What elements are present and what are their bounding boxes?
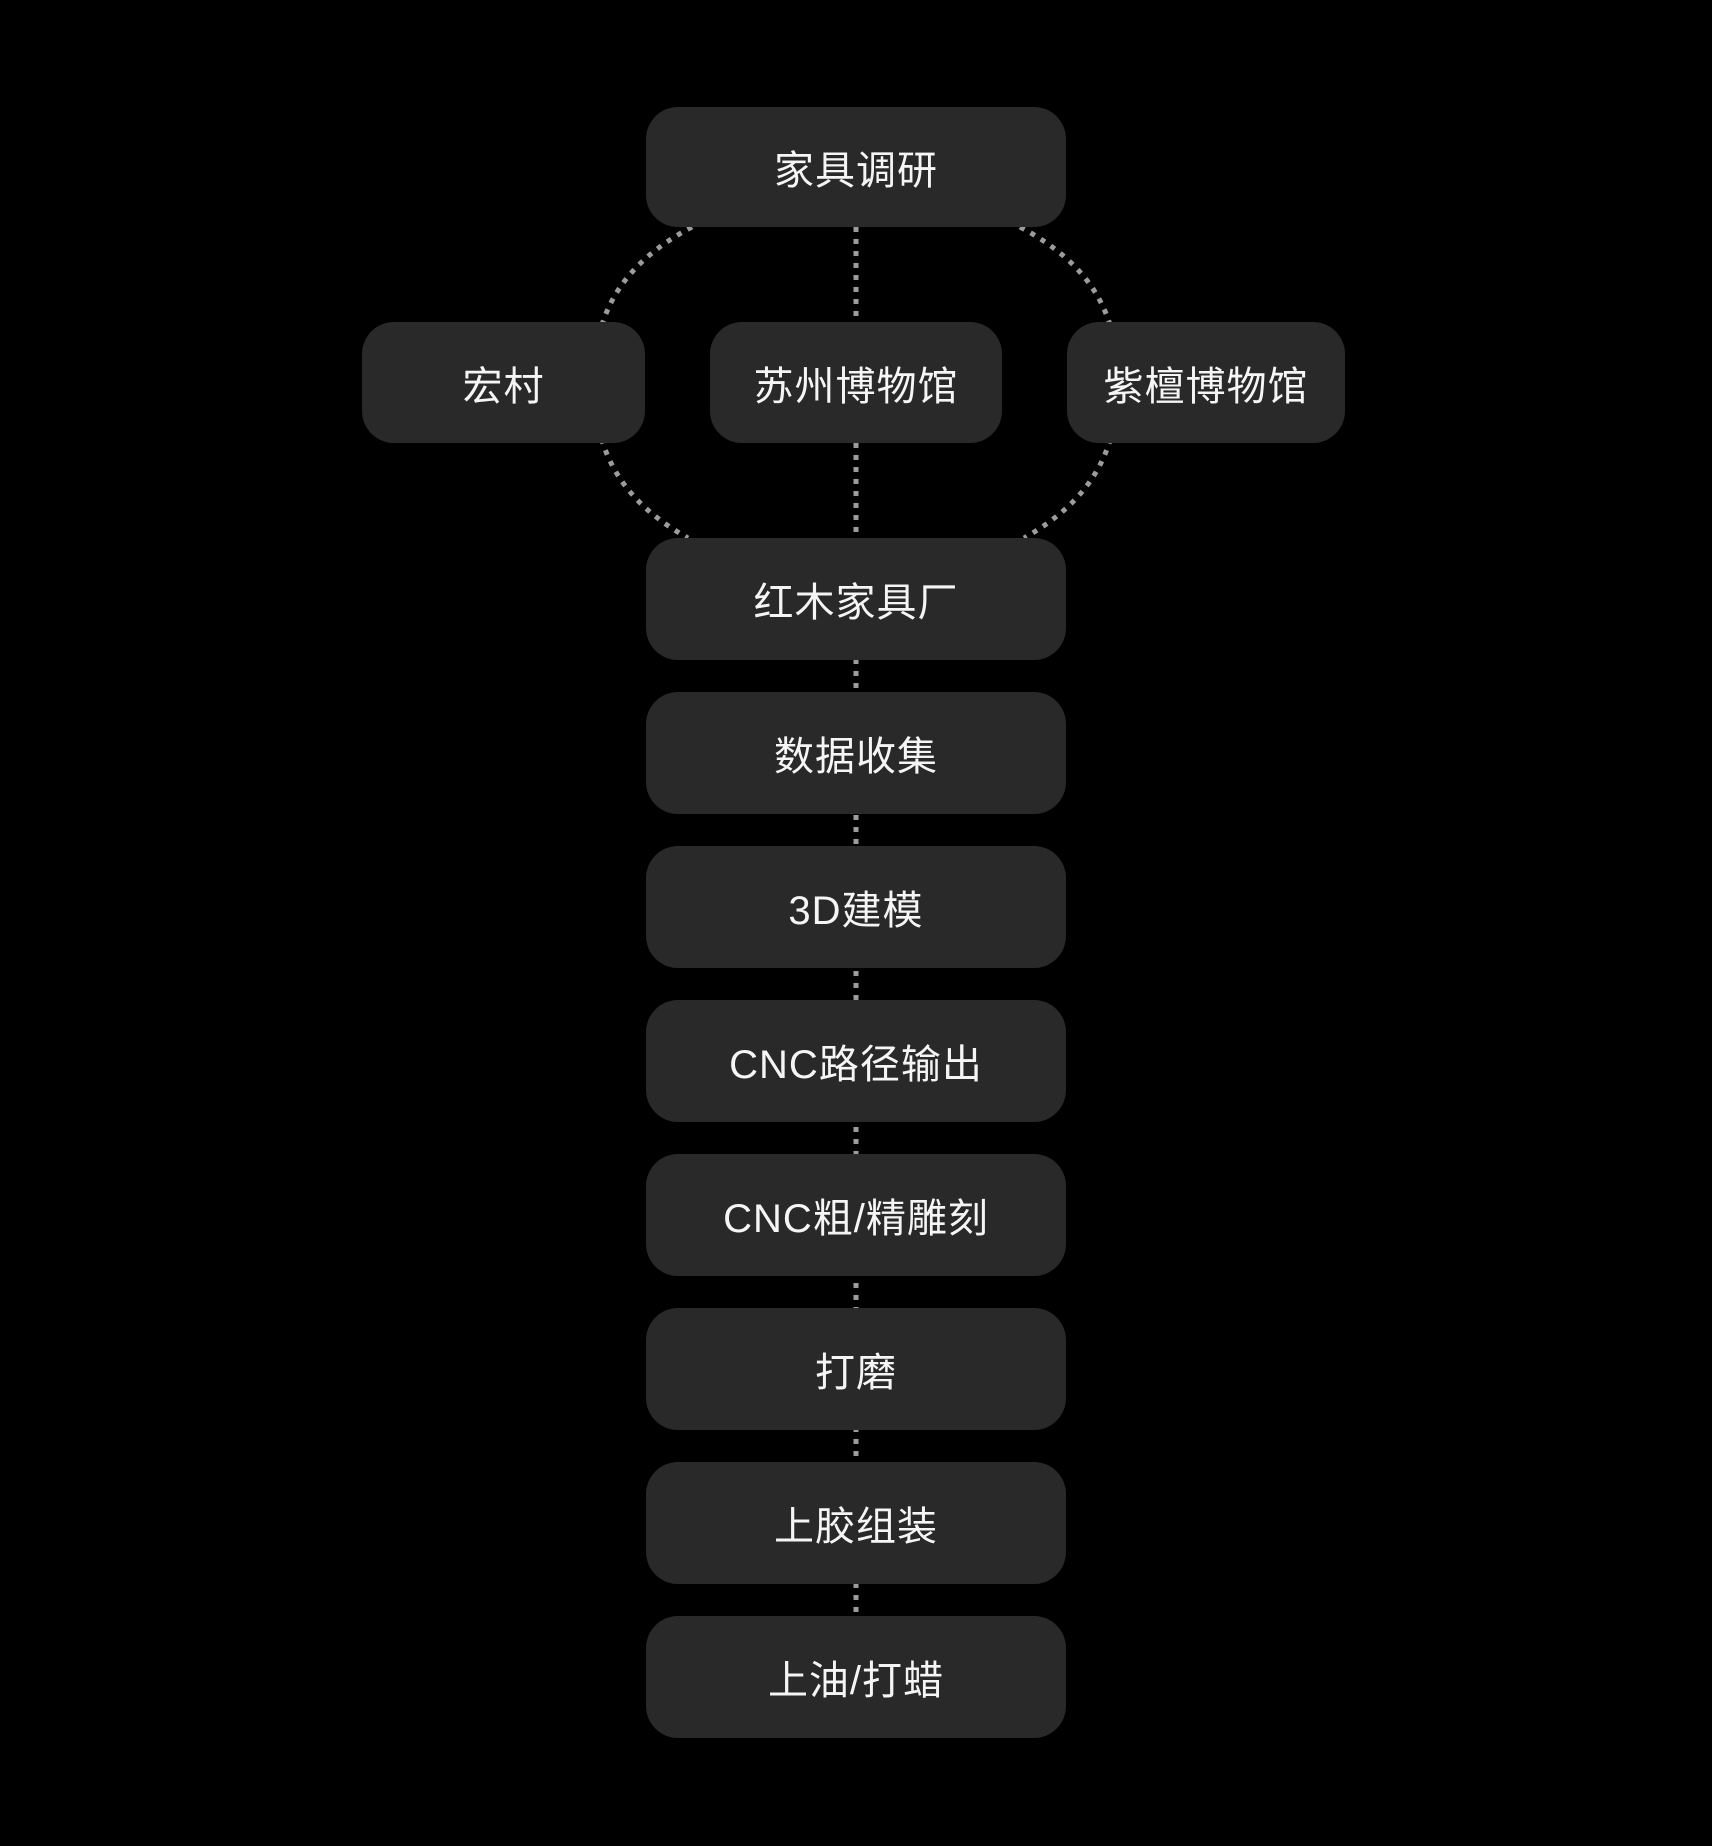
node-hongcun: 宏村: [362, 322, 645, 443]
node-zitan-museum: 紫檀博物馆: [1067, 322, 1345, 443]
node-cnc-rough-fine-carving: CNC粗/精雕刻: [646, 1154, 1066, 1276]
node-3d-modeling: 3D建模: [646, 846, 1066, 968]
node-data-collection: 数据收集: [646, 692, 1066, 814]
node-furniture-research: 家具调研: [646, 107, 1066, 227]
node-cnc-path-output: CNC路径输出: [646, 1000, 1066, 1122]
node-oil-wax: 上油/打蜡: [646, 1616, 1066, 1738]
node-redwood-furniture-factory: 红木家具厂: [646, 538, 1066, 660]
node-sanding: 打磨: [646, 1308, 1066, 1430]
node-glue-assembly: 上胶组装: [646, 1462, 1066, 1584]
node-suzhou-museum: 苏州博物馆: [710, 322, 1002, 443]
